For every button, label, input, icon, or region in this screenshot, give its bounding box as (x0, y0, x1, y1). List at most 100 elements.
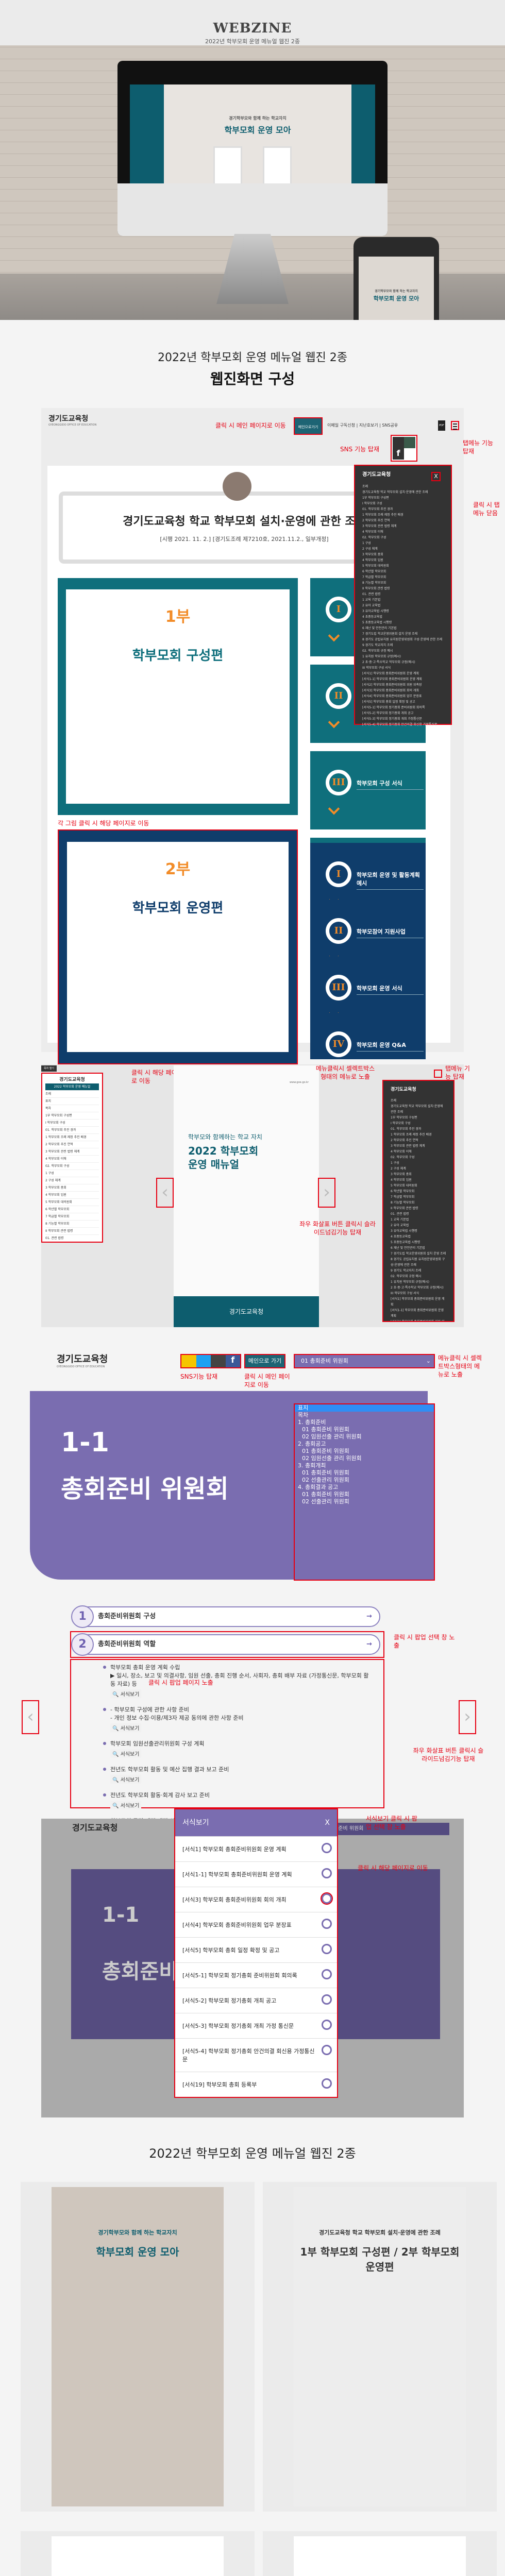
view-form-button[interactable]: 🔍 서식보기 (110, 1749, 142, 1758)
next-slide-arrow[interactable]: › (459, 1700, 476, 1734)
nav-menu-item[interactable]: 2 학부모회 추진 연혁 (391, 1139, 418, 1142)
magnifier-icon[interactable] (322, 2045, 332, 2055)
magnifier-icon[interactable] (322, 1919, 332, 1929)
nav-menu-item[interactable]: 7 학급별 학부모회 (391, 1195, 415, 1199)
nav-menu-item[interactable]: 1 구성 (391, 1161, 399, 1165)
popup-close-button[interactable]: X (325, 1819, 330, 1827)
nav-menu-item[interactable]: 1 학부모회 조례 제정 추진 배경 (362, 513, 403, 517)
nav-menu-item[interactable]: 3 학부모회 관련 법령 체계 (391, 1144, 425, 1148)
toc-item[interactable]: II 학부모회 관련 법령 (45, 1228, 99, 1235)
nav-menu-item[interactable]: 01. 관련 법령 (362, 592, 381, 596)
nav-menu-item[interactable]: 02. 학부모회 구성 (391, 1156, 415, 1159)
nav-menu-item[interactable]: [서식2] 학부모회 총회준비위원회 위원 위촉장 (391, 1320, 445, 1322)
facebook-icon[interactable]: f (393, 448, 404, 460)
nav-menu-item[interactable]: 2 구성 체계 (362, 547, 378, 551)
popup-row[interactable]: [서식5] 학부모회 총회 일정 확정 및 공고 (175, 1937, 337, 1962)
dropdown-option[interactable]: 표지 (295, 1404, 434, 1412)
nav-menu-item[interactable]: [서식2] 학부모회 총회준비위원회 위원 위촉장 (362, 683, 422, 687)
nav-menu-item[interactable]: 1부 학부모회 구성편 (362, 496, 389, 500)
magnifier-icon[interactable] (322, 2078, 332, 2089)
nav-menu-item[interactable]: III 학부모회 구성 서식 (362, 666, 391, 670)
nav-menu-item[interactable]: II 학부모회 관련 법령 (362, 587, 390, 590)
toc-item[interactable]: 7 학급별 학부모회 (45, 1213, 99, 1221)
nav-menu-item[interactable]: I 학부모회 구성 (362, 502, 382, 505)
nav-menu-item[interactable]: 5 학부모회 대의원회 (362, 564, 389, 568)
nav-menu-item[interactable]: III 학부모회 구성 서식 (391, 1292, 419, 1295)
nav-menu-item[interactable]: 1 유치원 학부모회 규정(예시) (391, 1280, 429, 1284)
nav-menu-item[interactable]: 조례 (391, 1099, 397, 1103)
sns-share-box[interactable]: f (391, 435, 417, 462)
toc-item[interactable]: 조례 (45, 1091, 99, 1098)
dropdown-option[interactable]: 01 총회준비 위원회 (302, 1469, 349, 1476)
twitter-icon[interactable] (196, 1355, 211, 1367)
magnifier-icon[interactable] (322, 2020, 332, 2030)
nav-menu-item[interactable]: 6 재난 및 안전관리 기본법 (362, 626, 397, 630)
kakaostory-icon[interactable] (181, 1355, 196, 1367)
toc-item[interactable]: 2 학부모회 추진 연혁 (45, 1141, 99, 1148)
nav-menu-item[interactable]: [서식5-4] 학부모회 정기총회 안건의결 회신용 가정통신문 (362, 723, 437, 726)
toc-item[interactable]: 표지 (45, 1098, 99, 1105)
nav-menu-item[interactable]: 01. 관련 법령 (391, 1212, 409, 1216)
nav-menu-item[interactable]: 02. 학부모회 규정 예시 (391, 1275, 422, 1278)
toc-item[interactable]: 1 학부모회 조례 제정 추진 배경 (45, 1134, 99, 1141)
nav-menu-item[interactable]: [서식5] 학부모회 총회 일정 확정 및 공고 (362, 700, 415, 704)
nav-menu-item[interactable]: [서식5-3] 학부모회 정기총회 개최 가정통신문 (362, 717, 422, 721)
toc-item[interactable]: 3 학부모회 총회 (45, 1184, 99, 1192)
nav-menu-item[interactable]: 1 유치원 학부모회 규정(예시) (362, 655, 401, 658)
nav-menu-item[interactable]: 9 경기도 학교자치 조례 (391, 1269, 422, 1273)
gallery-item[interactable]: www.goe.go.kr클릭으로 보는 3월, 학부모총회 이렇게 해요! (263, 2531, 497, 2576)
magnifier-icon[interactable] (322, 1944, 332, 1954)
nav-menu-item[interactable]: 1 학부모회 조례 제정 추진 배경 (391, 1133, 432, 1137)
nav-menu-item[interactable]: [서식4] 학부모회 총회준비위원회 업무 분장표 (362, 694, 422, 698)
toc-item[interactable]: 02. 학부모회 구성 (45, 1163, 99, 1170)
toc-item[interactable]: 01. 관련 법령 (45, 1235, 99, 1242)
toc-item[interactable]: 4 학부모회 이해 (45, 1156, 99, 1163)
nav-menu-item[interactable]: 01. 학부모회 추진 경과 (362, 507, 393, 511)
nav-menu-item[interactable]: 3 학부모회 총회 (391, 1173, 412, 1176)
dropdown-option[interactable]: 02 선출관리 위원회 (302, 1477, 349, 1483)
view-form-button[interactable]: 🔍 서식보기 (110, 1723, 142, 1732)
nav-menu-item[interactable]: 1 구성 (362, 541, 371, 545)
popup-row[interactable]: [서식1] 학부모회 총회준비위원회 운영 계획 (175, 1836, 337, 1861)
dropdown-option[interactable]: 02 선출관리 위원회 (302, 1498, 349, 1505)
part2-card[interactable]: 2부 학부모회 운영편 (58, 829, 298, 1064)
nav-menu-item[interactable]: 02. 학부모회 규정 예시 (362, 649, 393, 653)
popup-row[interactable]: [서식5-4] 학부모회 정기총회 안건의결 회신용 가정통신문 (175, 2038, 337, 2072)
prev-page-arrow[interactable]: ‹ (156, 1178, 174, 1208)
nav-menu-item[interactable]: 3 학부모회 관련 법령 체계 (362, 524, 397, 528)
band-icon[interactable] (211, 1355, 226, 1367)
main-page-button[interactable]: 메인으로 가기 (244, 1354, 285, 1368)
nav-menu-item[interactable]: 4 초중등교육법 (391, 1235, 411, 1239)
nav-menu-item[interactable]: 4 학부모회 이해 (391, 1150, 412, 1154)
toc-item[interactable]: 4 학부모회 임원 (45, 1192, 99, 1199)
nav-menu-item[interactable]: 4 초중등교육법 (362, 615, 382, 619)
nav-menu-item[interactable]: 6 학년별 학부모회 (362, 570, 386, 573)
nav-menu-item[interactable]: 3 유아교육법 시행령 (362, 609, 389, 613)
nav-menu-item[interactable]: 2 학부모회 추진 연혁 (362, 519, 390, 522)
dropdown-option[interactable]: 01 총회준비 위원회 (302, 1491, 349, 1498)
nav-menu-item[interactable]: [서식3] 학부모회 총회준비위원회 회의 개최 (362, 689, 419, 692)
sns-share-bar[interactable]: f (180, 1354, 241, 1368)
nav-menu-item[interactable]: [서식1-1] 학부모회 총회준비위원회 운영 계획 (362, 677, 422, 681)
nav-menu-item[interactable]: 6 학년별 학부모회 (391, 1190, 415, 1193)
nav-menu-item[interactable]: I 학부모회 구성 (391, 1122, 411, 1125)
nav-menu-item[interactable]: [서식1-1] 학부모회 총회준비위원회 운영 계획 (391, 1309, 444, 1318)
popup-row[interactable]: [서식19] 학부모회 총회 등록부 (175, 2072, 337, 2097)
nav-menu-item[interactable]: 2 구성 체계 (391, 1167, 406, 1171)
dropdown-option[interactable]: 1. 총회준비 (298, 1419, 326, 1426)
toc-item[interactable]: 1부 학부모회 구성편 (45, 1112, 99, 1120)
nav-menu-item[interactable]: 2 유아 교육법 (391, 1224, 409, 1227)
popup-row[interactable]: [서식5-1] 학부모회 정기총회 준비위원회 회의록 (175, 1962, 337, 1988)
toc-item[interactable]: I 학부모회 구성 (45, 1120, 99, 1127)
nav-menu-item[interactable]: 3 유아교육법 시행령 (391, 1229, 417, 1233)
nav-menu-item[interactable]: 2 유아 교육법 (362, 604, 381, 607)
popup-row[interactable]: [서식3] 학부모회 총회준비위원회 회의 개최 (175, 1887, 337, 1912)
